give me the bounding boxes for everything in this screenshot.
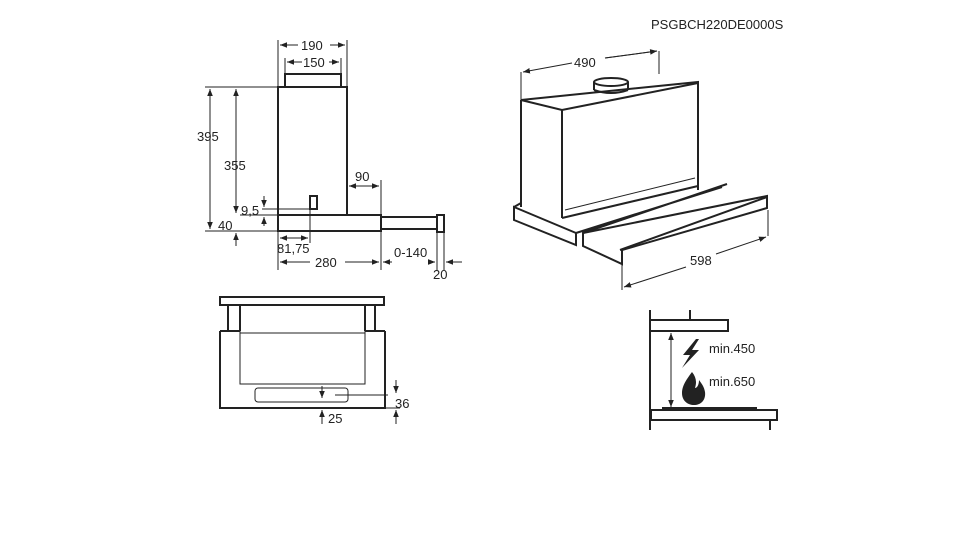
dim-490: 490 (574, 55, 596, 70)
front-view: 25 36 (219, 296, 409, 426)
dim-0-140: 0-140 (394, 245, 427, 260)
dim-150: 150 (303, 55, 325, 70)
dim-280: 280 (315, 255, 337, 270)
min-650: min.650 (709, 374, 755, 389)
side-view: 190 150 395 355 90 9,5 40 81,75 280 0-14… (197, 38, 462, 282)
dim-190: 190 (301, 38, 323, 53)
drawer-cap (436, 214, 445, 233)
dim-90: 90 (355, 169, 369, 184)
model-code: PSGBCH220DE0000S (651, 17, 784, 32)
perspective-view: 490 598 (513, 49, 769, 290)
duct-collar (284, 73, 342, 88)
dim-81-75: 81,75 (277, 241, 310, 256)
dim-40: 40 (218, 218, 232, 233)
dim-9-5: 9,5 (241, 203, 259, 218)
dim-36: 36 (395, 396, 409, 411)
dim-395: 395 (197, 129, 219, 144)
dim-598: 598 (690, 253, 712, 268)
lightning-icon (682, 339, 699, 368)
drawer (380, 216, 438, 230)
flame-icon (682, 372, 706, 405)
dim-20: 20 (433, 267, 447, 282)
outlet (309, 195, 318, 210)
dim-25: 25 (328, 411, 342, 426)
base-panel (277, 214, 382, 232)
clearance-view: min.450 min.650 (649, 310, 778, 430)
min-450: min.450 (709, 341, 755, 356)
dim-355: 355 (224, 158, 246, 173)
